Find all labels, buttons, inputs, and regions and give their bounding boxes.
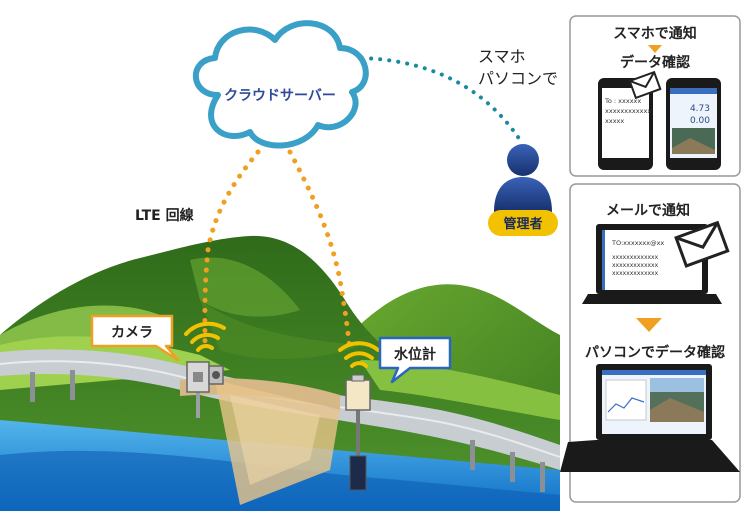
laptop-envelope-icon bbox=[674, 220, 730, 268]
phone-reading-top: 4.73 bbox=[690, 104, 710, 114]
admin-badge bbox=[488, 210, 558, 236]
laptop-mail-line-1: xxxxxxxxxxxxx bbox=[612, 254, 659, 261]
user-device-line1: スマホ bbox=[478, 47, 526, 66]
admin-user-icon: 管理者 bbox=[488, 144, 558, 236]
cloud-server-label: クラウドサーバー bbox=[224, 88, 336, 104]
camera-device bbox=[186, 361, 224, 418]
phone-to: To : xxxxxx bbox=[604, 97, 641, 105]
water-gauge-device bbox=[345, 374, 371, 491]
phone-envelope-icon bbox=[628, 70, 662, 100]
lte-connection-lines bbox=[202, 149, 353, 355]
cloud-server: クラウドサーバー bbox=[192, 20, 369, 149]
phone-line-1: xxxxxxxxxxxx bbox=[605, 107, 651, 115]
camera-callout: カメラ bbox=[90, 314, 180, 362]
lte-label: LTE 回線 bbox=[135, 207, 194, 224]
laptop-mail-line-2: xxxxxxxxxxxxx bbox=[612, 262, 659, 269]
camera-signal-icon bbox=[184, 321, 226, 352]
pc-panel-arrow bbox=[636, 318, 662, 332]
phone-panel-arrow bbox=[648, 45, 662, 53]
pc-notification-panel: メールで通知 TO:xxxxxxx@xx xxxxxxxxxxxxx xxxxx… bbox=[560, 183, 741, 503]
landscape bbox=[0, 235, 561, 511]
admin-badge-label: 管理者 bbox=[503, 216, 542, 232]
camera-label: カメラ bbox=[111, 325, 153, 341]
gauge-signal-icon bbox=[338, 341, 380, 368]
laptop-data-view bbox=[560, 364, 740, 472]
smartphone-notification-panel: スマホで通知 データ確認 To : xxxxxx xxxxxxxxxxxx xx… bbox=[569, 15, 741, 177]
phone-email: To : xxxxxx xxxxxxxxxxxx xxxxx bbox=[598, 78, 653, 170]
water-gauge-callout: 水位計 bbox=[378, 336, 452, 384]
user-device-line2: パソコンで bbox=[478, 69, 558, 88]
laptop-mail-to: TO:xxxxxxx@xx bbox=[611, 239, 664, 247]
pc-panel-title: メールで通知 bbox=[606, 202, 690, 219]
water-gauge-label: 水位計 bbox=[394, 346, 436, 363]
laptop-mail-line-3: xxxxxxxxxxxxx bbox=[612, 270, 659, 277]
phone-reading-bottom: 0.00 bbox=[690, 116, 710, 126]
phone-data-view: 4.73 0.00 bbox=[666, 78, 721, 170]
phone-line-2: xxxxx bbox=[605, 117, 624, 125]
pc-panel-bottom-title: パソコンでデータ確認 bbox=[585, 344, 725, 361]
phone-panel-title: スマホで通知 bbox=[613, 25, 697, 42]
phone-panel-subtitle: データ確認 bbox=[620, 54, 690, 71]
